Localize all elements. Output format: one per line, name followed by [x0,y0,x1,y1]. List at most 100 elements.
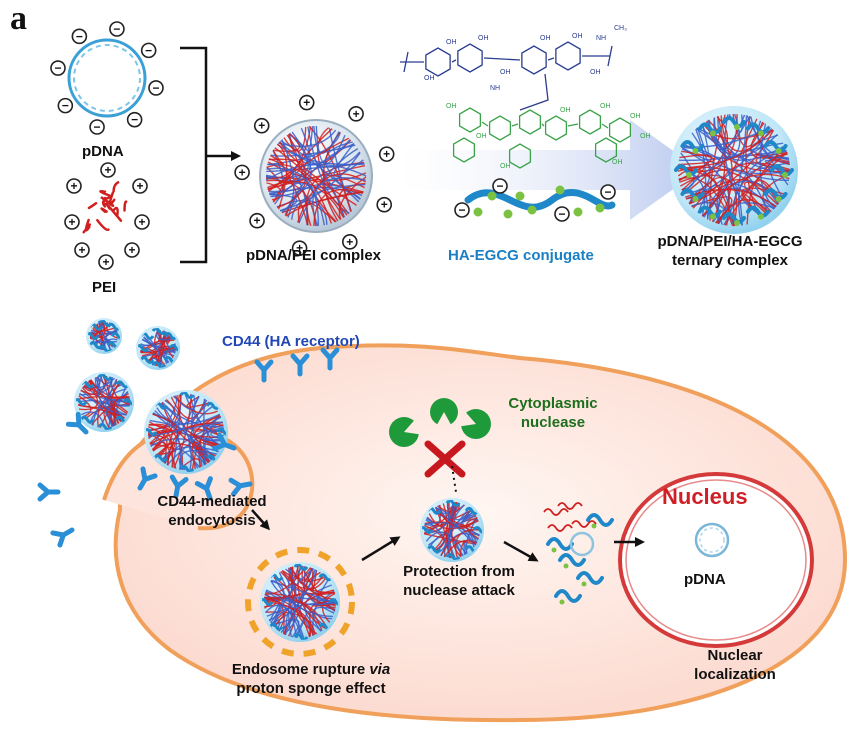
pdna-in-nucleus [694,522,730,558]
svg-text:OH: OH [476,133,487,140]
block-cross-icon [424,440,466,478]
label-protection: Protection from nuclease attack [384,562,534,600]
plus-charge-icon: + [132,178,148,194]
label-ternary-complex: pDNA/PEI/HA-EGCG ternary complex [625,232,835,270]
svg-text:OH: OH [600,103,611,110]
svg-text:OH: OH [630,113,641,120]
minus-charge-icon: − [454,202,470,218]
protection-line2: nuclease attack [403,582,515,599]
plus-charge-icon: + [342,234,358,250]
label-ha-egcg-conjugate: HA-EGCG conjugate [448,247,594,264]
svg-text:+: + [128,243,135,257]
plus-charge-icon: + [234,164,250,181]
label-endocytosis: CD44-mediated endocytosis [142,492,282,530]
pdna-pei-complex [259,119,373,233]
pdna-plasmid-ring [67,38,147,118]
minus-charge-icon: − [57,97,74,114]
svg-text:−: − [145,43,152,57]
svg-text:−: − [62,99,69,113]
plus-charge-icon: + [134,214,150,230]
svg-text:−: − [94,120,101,134]
label-pdna-pei-complex: pDNA/PEI complex [246,247,382,264]
y-receptor-icon [228,477,253,497]
svg-text:OH: OH [500,163,511,170]
rupture-text: Endosome rupture [231,661,370,678]
svg-text:+: + [138,215,145,229]
ternary-complex [670,106,798,234]
arrows [251,465,645,562]
ternary-particle [86,318,122,354]
svg-text:OH: OH [640,133,651,140]
y-receptor-icon [212,432,237,451]
arrow-icon [451,465,457,493]
pei-polymer [82,181,128,234]
plus-charge-icon: + [298,94,315,111]
svg-text:+: + [239,165,246,179]
label-endosome-rupture: Endosome rupture via proton sponge effec… [196,660,426,698]
svg-text:+: + [136,179,143,193]
minus-charge-icon: − [140,42,157,59]
y-receptor-icon [137,466,158,491]
svg-text:CH₃: CH₃ [614,25,627,32]
svg-text:+: + [68,215,75,229]
svg-text:OH: OH [560,107,571,114]
label-pei: PEI [92,279,117,296]
arrow-icon [361,536,401,562]
plus-charge-icon: + [66,178,82,194]
label-cd44-receptor: CD44 (HA receptor) [222,333,360,350]
y-receptor-icon [320,347,340,371]
combine-bracket [180,46,241,264]
svg-text:+: + [102,255,109,269]
y-receptor-icon [290,353,310,377]
ternary-particle [74,372,134,432]
plus-charge-icon: + [98,254,114,270]
nuclease-pacman-icon [461,409,491,439]
plus-charge-icon: + [74,242,90,258]
endocytosis-line1: CD44-mediated [157,493,267,510]
endocytosis-line2: endocytosis [168,512,256,529]
svg-text:OH: OH [446,39,457,46]
label-pdna: pDNA [82,143,124,160]
svg-text:−: − [496,179,503,193]
svg-text:NH: NH [596,35,606,42]
plus-charge-icon: + [291,240,308,256]
svg-text:OH: OH [500,69,511,76]
endosome [245,547,355,657]
ternary-line1: pDNA/PEI/HA-EGCG [657,233,803,250]
y-receptor-icon [194,476,213,501]
minus-charge-icon: − [89,119,105,135]
svg-text:−: − [604,185,611,199]
minus-charge-icon: − [148,80,164,96]
minus-charge-icon: − [109,21,125,37]
plus-charge-icon: + [253,117,270,134]
minus-charge-icon: − [126,111,143,128]
svg-text:+: + [78,243,85,257]
rupture-via: via [369,661,391,678]
svg-text:+: + [381,198,388,212]
plus-charge-icon: + [249,212,265,229]
protection-line1: Protection from [403,563,515,580]
svg-text:OH: OH [540,35,551,42]
svg-text:+: + [104,163,111,177]
nuclease-line2: nuclease [520,414,586,431]
label-pdna-nucleus: pDNA [684,571,726,588]
panel-letter: a [10,0,27,37]
y-receptor-icon [254,359,274,383]
label-cytoplasmic-nuclease: Cytoplasmic nuclease [488,394,618,432]
y-receptor-icon [169,474,189,499]
svg-text:+: + [258,119,265,133]
y-receptor-icon [50,527,75,548]
ternary-line2: ternary complex [672,252,788,269]
plus-charge-icon: + [378,146,395,162]
minus-charge-icon: − [71,28,88,45]
ternary-particle [420,498,484,562]
svg-text:−: − [76,29,83,43]
arrow-icon [503,540,539,562]
nuclear-line2: localization [694,666,776,683]
minus-charge-icon: − [492,178,508,194]
arrow-icon [251,509,270,531]
nuclear-line1: Nuclear [707,647,763,664]
svg-text:−: − [152,81,159,95]
